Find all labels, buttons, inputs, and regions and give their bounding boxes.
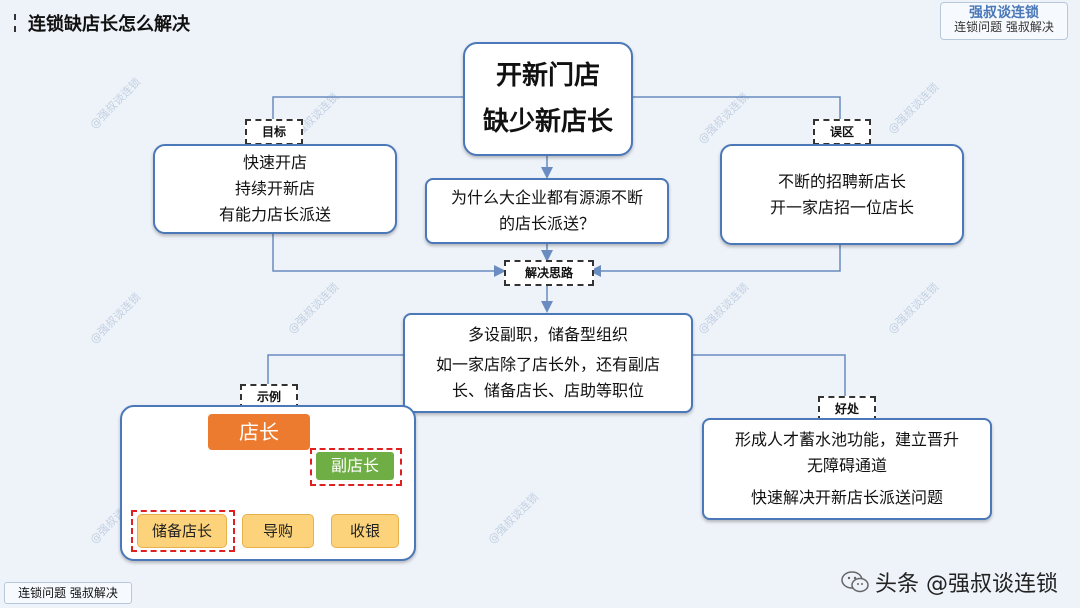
mistake-node: 不断的招聘新店长 开一家店招一位店长 — [720, 144, 964, 245]
mistake-item: 开一家店招一位店长 — [769, 197, 914, 217]
org-staff-guide: 导购 — [242, 514, 314, 548]
brand-name: 强叔谈连锁 — [969, 5, 1039, 21]
solution-line-3: 长、储备店长、店助等职位 — [451, 381, 644, 400]
benefit-line-1: 形成人才蓄水池功能，建立晋升 — [734, 430, 959, 449]
benefit-line-3: 快速解决开新店长派送问题 — [750, 488, 943, 507]
footer-slogan: 连锁问题 强叔解决 — [4, 582, 132, 604]
question-node: 为什么大企业都有源源不断 的店长派送？ — [425, 178, 669, 244]
reserve-highlight — [131, 510, 235, 552]
question-line-1: 为什么大企业都有源源不断 — [450, 188, 643, 207]
page-title: 连锁缺店长怎么解决 — [14, 10, 190, 36]
benefit-line-2: 无障碍通道 — [806, 456, 887, 475]
brand-badge: 强叔谈连锁 连锁问题 强叔解决 — [940, 2, 1068, 40]
goal-item: 快速开店 — [242, 153, 307, 172]
org-staff-cashier: 收银 — [331, 514, 399, 548]
footer-attribution: 头条 @强叔谈连锁 — [841, 566, 1058, 598]
center-line-2: 缺少新店长 — [482, 107, 613, 137]
org-manager: 店长 — [208, 414, 310, 450]
solution-line-1: 多设副职，储备型组织 — [467, 325, 628, 344]
wechat-icon — [841, 571, 869, 593]
question-line-2: 的店长派送？ — [498, 214, 595, 233]
page-title-text: 连锁缺店长怎么解决 — [28, 14, 190, 35]
center-node: 开新门店 缺少新店长 — [463, 42, 633, 156]
brand-slogan: 连锁问题 强叔解决 — [954, 20, 1054, 34]
center-line-1: 开新门店 — [495, 61, 600, 91]
solution-line-2: 如一家店除了店长外，还有副店 — [435, 355, 660, 374]
goal-item: 持续开新店 — [234, 179, 315, 198]
deputy-highlight — [310, 448, 402, 486]
title-dash-marker — [14, 14, 20, 32]
mistake-tag: 误区 — [813, 119, 871, 145]
approach-tag: 解决思路 — [504, 260, 594, 286]
benefit-tag: 好处 — [818, 396, 876, 422]
goal-item: 有能力店长派送 — [218, 205, 331, 224]
goal-node: 快速开店 持续开新店 有能力店长派送 — [153, 144, 397, 234]
goal-tag: 目标 — [245, 119, 303, 145]
footer-attribution-text: 头条 @强叔谈连锁 — [875, 572, 1058, 597]
mistake-item: 不断的招聘新店长 — [777, 171, 906, 191]
org-staff-reserve: 储备店长 — [137, 514, 227, 548]
solution-node: 多设副职，储备型组织 如一家店除了店长外，还有副店 长、储备店长、店助等职位 — [403, 313, 693, 413]
benefit-node: 形成人才蓄水池功能，建立晋升 无障碍通道 快速解决开新店长派送问题 — [702, 418, 992, 520]
org-deputy: 副店长 — [316, 452, 394, 480]
